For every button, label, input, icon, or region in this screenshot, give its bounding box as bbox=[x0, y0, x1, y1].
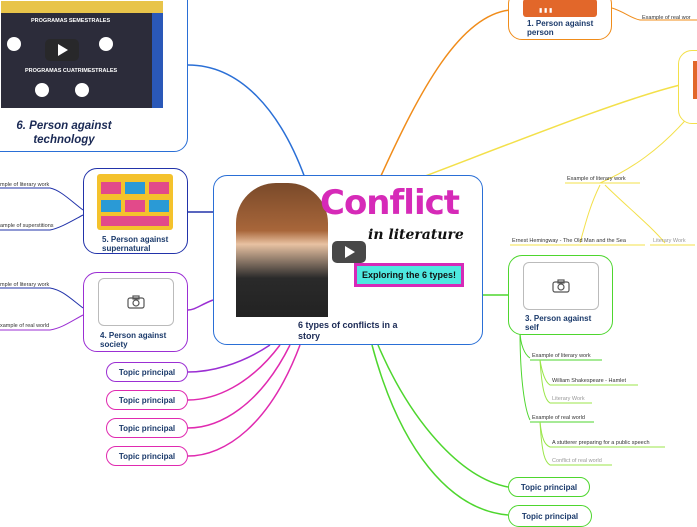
leaf-self-example-real[interactable]: Example of real world bbox=[532, 415, 585, 421]
topic-right-2[interactable]: Topic principal bbox=[508, 505, 592, 527]
connector-node1-leaf bbox=[611, 7, 697, 21]
node-person-against-self[interactable]: 3. Person against self bbox=[508, 255, 613, 335]
node5-label: 5. Person against supernatural bbox=[102, 235, 169, 253]
node-person-against-supernatural[interactable]: 5. Person against supernatural bbox=[83, 168, 188, 254]
connector-topic-l4 bbox=[187, 344, 301, 457]
node4-label: 4. Person against society bbox=[100, 331, 167, 349]
node-yellow-partial[interactable] bbox=[678, 50, 697, 124]
thumb-literature-word: in literature bbox=[368, 227, 464, 243]
thumb-conflict-word: Conflict bbox=[320, 183, 460, 223]
leaf-hemingway[interactable]: Ernest Hemingway - The Old Man and the S… bbox=[512, 238, 626, 244]
thumb-circle-3 bbox=[35, 83, 49, 97]
connector-topic-l2 bbox=[187, 344, 281, 401]
connector-conflict-real bbox=[539, 421, 612, 466]
thumb-circle-4 bbox=[75, 83, 89, 97]
node6-label: 6. Person against technology bbox=[16, 120, 112, 146]
leaf-example-real-top[interactable]: Example of real wor bbox=[642, 15, 691, 21]
connector-node5-leaf2 bbox=[0, 214, 84, 231]
leaf-self-literary-work[interactable]: Literary Work bbox=[552, 396, 585, 402]
leaf-literary-work-right[interactable]: Literary Work bbox=[653, 238, 686, 244]
node-person-against-society[interactable]: 4. Person against society bbox=[83, 272, 188, 352]
connector-central-node1 bbox=[379, 9, 511, 179]
central-node[interactable]: Conflict in literature Exploring the 6 t… bbox=[213, 175, 483, 345]
connector-topic-l3 bbox=[187, 344, 291, 429]
node1-thumb-icons: ▮ ▮ ▮ bbox=[539, 8, 553, 14]
thumb-side-stripe bbox=[152, 13, 163, 108]
node5-thumb-block2 bbox=[125, 182, 145, 194]
node5-thumb-block5 bbox=[125, 200, 145, 212]
leaf-conflict-real-world[interactable]: Conflict of real world bbox=[552, 458, 602, 464]
connector-self-literary bbox=[539, 359, 592, 404]
topic-left-3[interactable]: Topic principal bbox=[106, 418, 188, 438]
node1-thumbnail[interactable]: ▮ ▮ ▮ bbox=[523, 0, 597, 17]
leaf-shakespeare[interactable]: William Shakespeare - Hamlet bbox=[552, 378, 626, 384]
connector-central-yellow bbox=[419, 84, 681, 179]
node6-play-icon[interactable] bbox=[45, 39, 79, 61]
central-title: 6 types of conflicts in a story bbox=[298, 320, 398, 341]
camera-icon bbox=[552, 279, 570, 293]
leaf-n5-example-literary[interactable]: mple of literary work bbox=[0, 182, 50, 188]
leaf-self-example-literary[interactable]: Example of literary work bbox=[532, 353, 591, 359]
node5-thumbnail[interactable] bbox=[97, 174, 173, 230]
camera-icon bbox=[127, 295, 145, 309]
node-person-against-person[interactable]: ▮ ▮ ▮ 1. Person against person bbox=[508, 0, 612, 40]
node6-thumbnail[interactable]: PROGRAMAS SEMESTRALES PROGRAMAS CUATRIME… bbox=[1, 1, 163, 108]
node5-thumb-block1 bbox=[101, 182, 121, 194]
node5-thumb-block7 bbox=[101, 216, 169, 226]
connector-yellow-branch bbox=[599, 114, 691, 184]
central-thumbnail[interactable]: Conflict in literature Exploring the 6 t… bbox=[228, 181, 470, 317]
leaf-n4-example-real[interactable]: xample of real world bbox=[0, 323, 50, 329]
topic-left-4[interactable]: Topic principal bbox=[106, 446, 188, 466]
topic-left-1[interactable]: Topic principal bbox=[106, 362, 188, 382]
thumb-heading-semestrales: PROGRAMAS SEMESTRALES bbox=[31, 18, 111, 24]
connector-yellow-literary bbox=[604, 184, 666, 244]
connector-yellow-hemingway bbox=[579, 184, 601, 244]
leaf-stutterer[interactable]: A stutterer preparing for a public speec… bbox=[552, 440, 650, 446]
central-play-icon[interactable] bbox=[332, 241, 366, 263]
node3-image-placeholder[interactable] bbox=[523, 262, 599, 310]
thumb-top-banner bbox=[1, 1, 163, 13]
node5-thumb-block4 bbox=[101, 200, 121, 212]
connector-topic-l1 bbox=[187, 344, 271, 373]
yellow-node-thumb bbox=[693, 61, 697, 99]
node3-label: 3. Person against self bbox=[525, 314, 592, 332]
node5-thumb-block3 bbox=[149, 182, 169, 194]
thumb-person bbox=[236, 183, 328, 317]
topic-right-1[interactable]: Topic principal bbox=[508, 477, 590, 497]
node-person-against-technology[interactable]: PROGRAMAS SEMESTRALES PROGRAMAS CUATRIME… bbox=[0, 0, 188, 152]
connector-central-node6 bbox=[187, 64, 306, 179]
connector-node3-branch2 bbox=[519, 329, 531, 421]
connector-node5-leaf1 bbox=[0, 187, 84, 211]
connector-central-node4 bbox=[187, 299, 214, 311]
node1-label: 1. Person against person bbox=[527, 19, 594, 37]
node5-thumb-block6 bbox=[149, 200, 169, 212]
connector-node4-leaf1 bbox=[0, 287, 84, 309]
node4-image-placeholder[interactable] bbox=[98, 278, 174, 326]
leaf-example-literary-mid[interactable]: Example of literary work bbox=[567, 176, 626, 182]
thumb-circle-2 bbox=[99, 37, 113, 51]
leaf-n5-example-superstitions[interactable]: ample of superstitions bbox=[0, 223, 54, 229]
topic-left-2[interactable]: Topic principal bbox=[106, 390, 188, 410]
thumb-heading-cuatrimestrales: PROGRAMAS CUATRIMESTRALES bbox=[25, 68, 118, 74]
leaf-n4-example-literary[interactable]: mple of literary work bbox=[0, 282, 50, 288]
thumb-circle-1 bbox=[7, 37, 21, 51]
thumb-banner: Exploring the 6 types! bbox=[354, 263, 464, 287]
connector-central-topic-r2 bbox=[371, 344, 509, 516]
connector-central-topic-r1 bbox=[377, 344, 509, 488]
connector-node4-leaf2 bbox=[0, 314, 84, 331]
